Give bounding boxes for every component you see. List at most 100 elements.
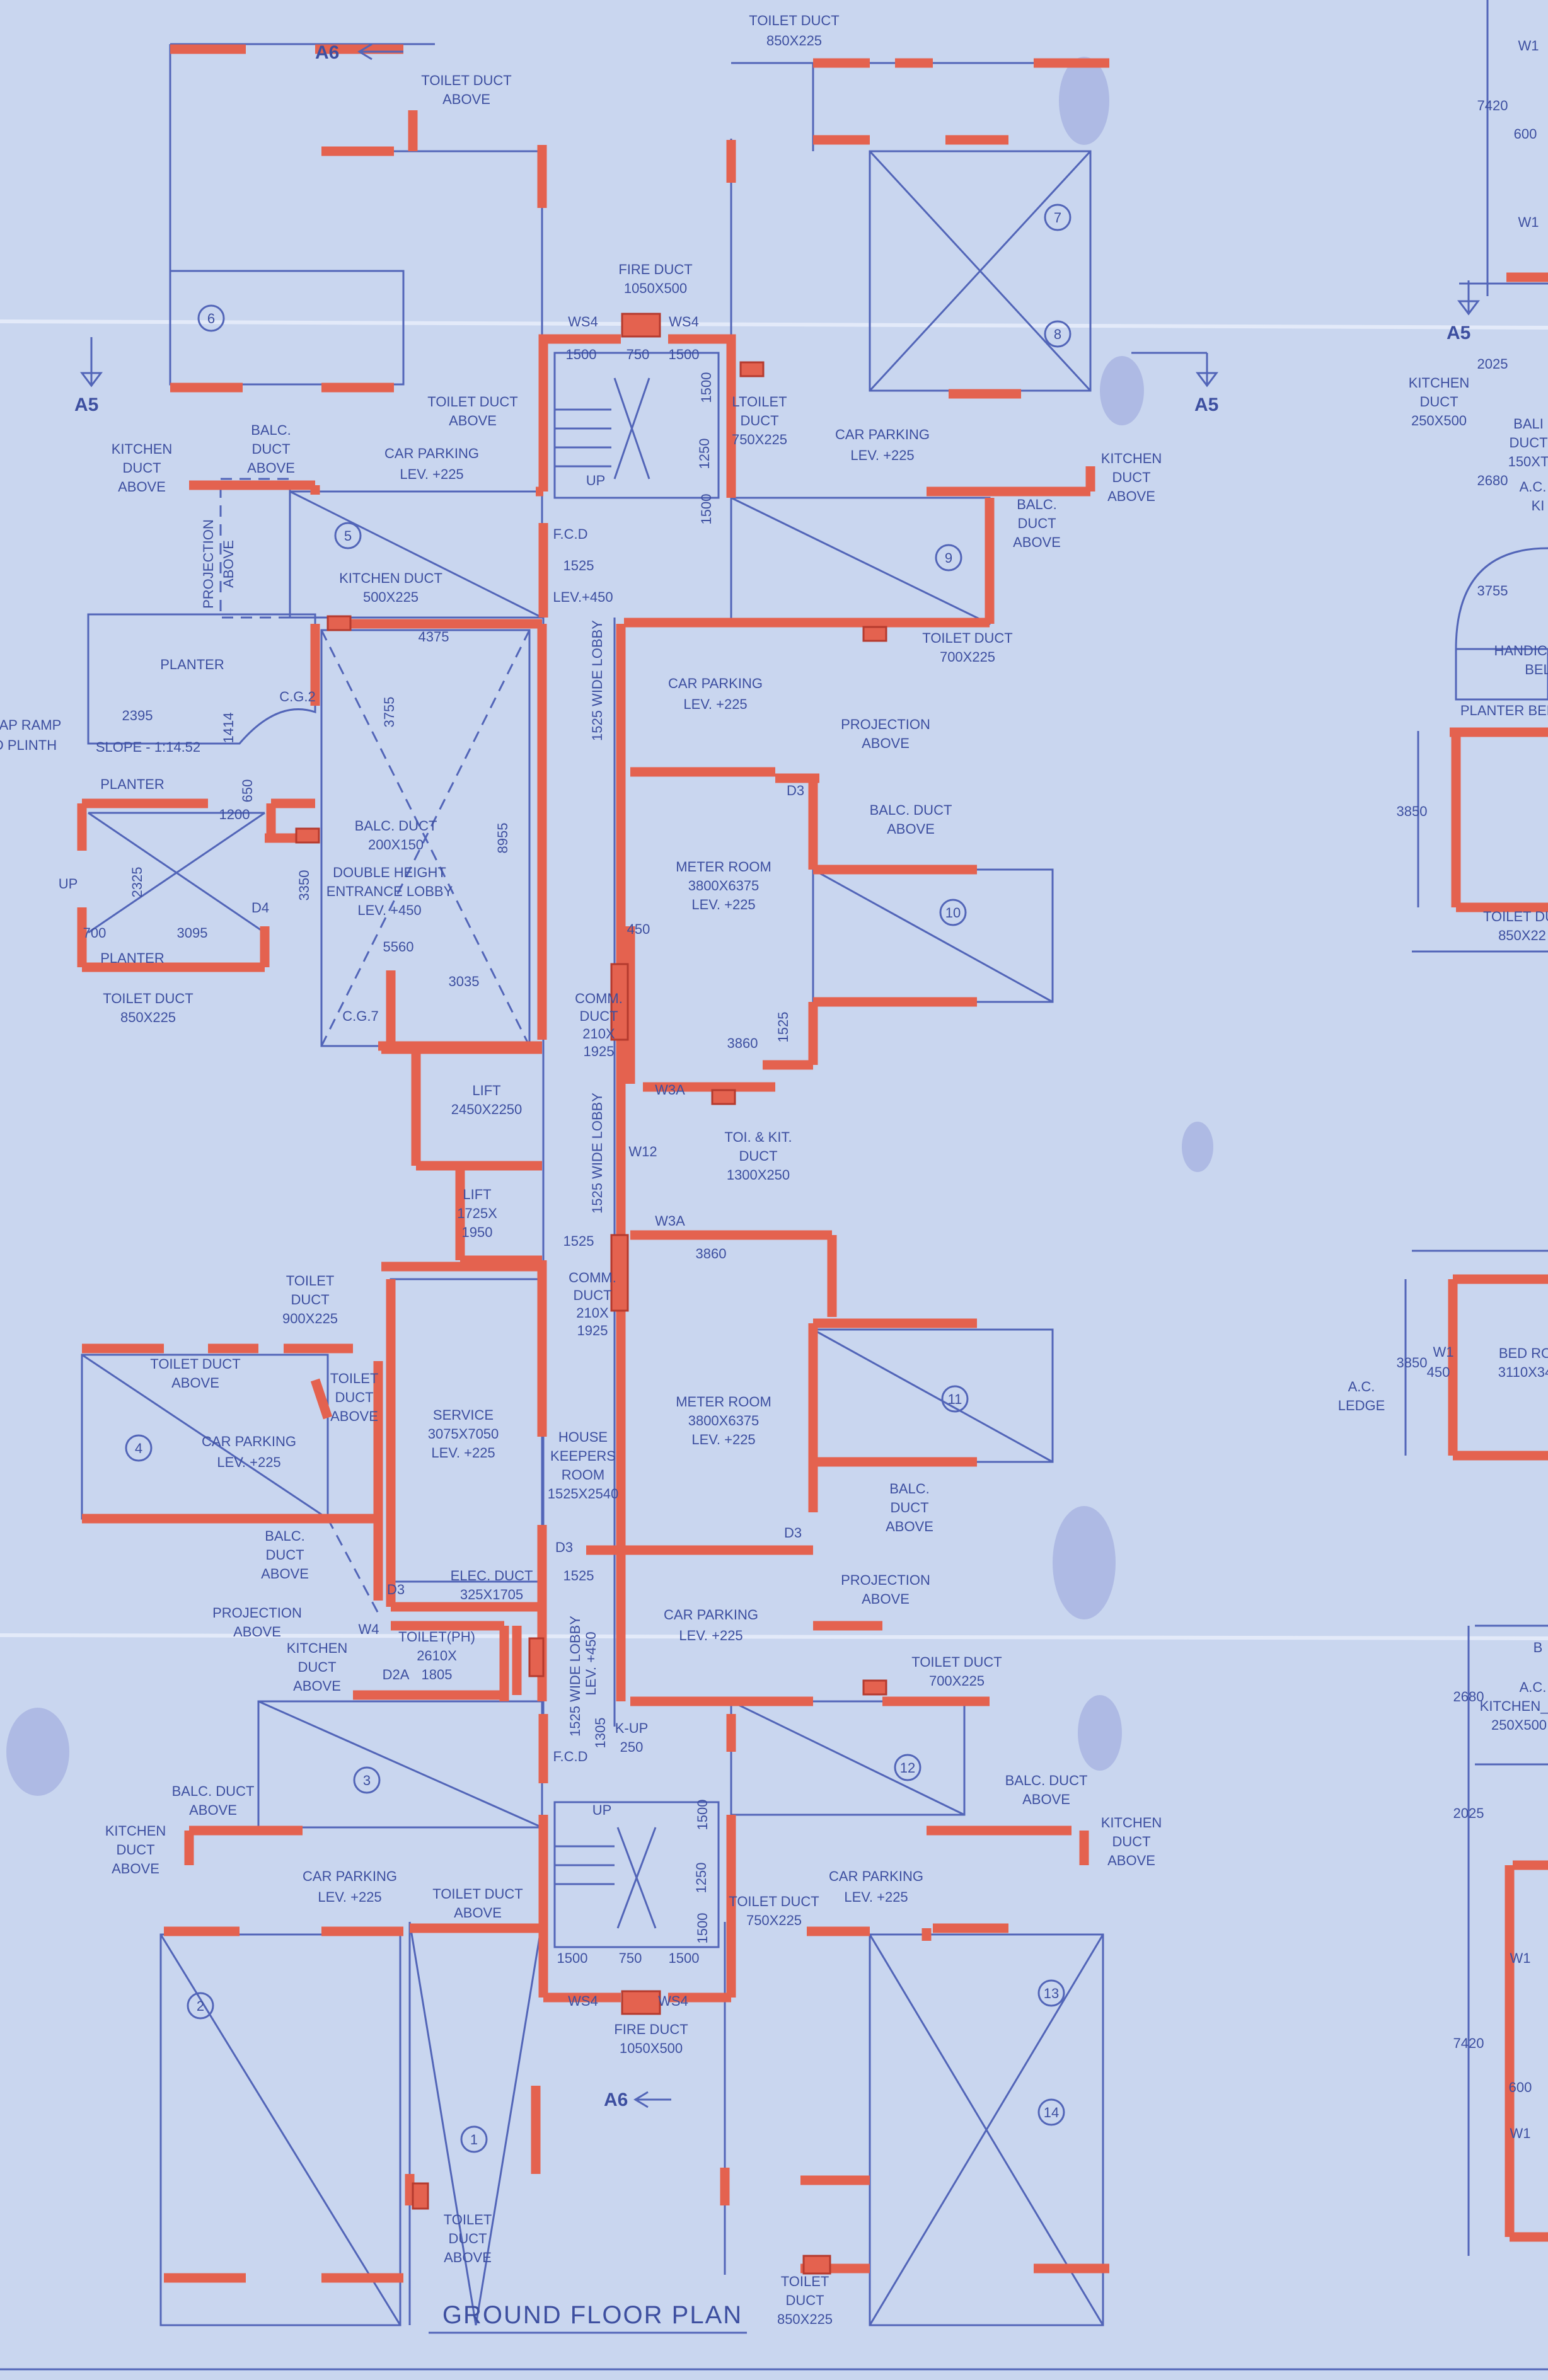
- plan-rotated-label: 1525: [775, 1012, 791, 1043]
- plan-label: HANDICA: [1494, 643, 1548, 658]
- plan-label: 3035: [449, 974, 480, 989]
- fold-line: [0, 1633, 1548, 1640]
- room-number-circle: [460, 2125, 488, 2153]
- room-number: 14: [1044, 2105, 1059, 2120]
- room-number: 8: [1054, 326, 1061, 342]
- plan-label: PROJECTION: [841, 1572, 930, 1588]
- plan-label: W1: [1433, 1344, 1454, 1360]
- plan-label: 1050X500: [624, 280, 687, 296]
- plan-label: TOILET(PH): [398, 1629, 475, 1645]
- plan-label: LIFT: [472, 1083, 500, 1098]
- plan-label: TOILET: [444, 2212, 492, 2228]
- plan-label: LEV. +225: [683, 696, 747, 712]
- plan-label: 900X225: [282, 1311, 338, 1326]
- plan-label: 250X500: [1411, 413, 1467, 428]
- plan-label: ABOVE: [233, 1624, 281, 1640]
- section-marker-far-right-a5: A5: [1447, 280, 1480, 343]
- plan-label: 850X225: [777, 2311, 833, 2327]
- plan-rotated-label: 2325: [129, 867, 145, 898]
- plan-label: LEDGE: [1338, 1398, 1385, 1413]
- plan-label: ENTRANCE LOBBY: [326, 883, 453, 899]
- plan-rotated-label: 1414: [221, 713, 236, 744]
- plan-label: BED RO: [1499, 1345, 1548, 1361]
- room-number-circle: [1037, 1979, 1065, 2007]
- plan-label: CAR PARKING: [664, 1607, 758, 1623]
- plan-label: DUCT: [335, 1389, 373, 1405]
- plan-rotated-label: 1500: [695, 1913, 710, 1944]
- room-number: 7: [1054, 210, 1061, 226]
- plan-label: LEV. +225: [217, 1454, 280, 1470]
- room-number: 9: [945, 550, 952, 566]
- drawing-title: GROUND FLOOR PLAN: [442, 2301, 742, 2329]
- plan-label: 3800X6375: [688, 1413, 760, 1429]
- section-marker-top-a6: A6: [315, 42, 403, 63]
- plan-label: 600: [1514, 126, 1537, 142]
- plan-label: 1500: [669, 1950, 700, 1966]
- plan-label: 500X225: [363, 589, 419, 605]
- plan-label: TOILET DUCT: [427, 394, 517, 410]
- plan-label: TOI. & KIT.: [724, 1129, 792, 1145]
- room-number-circle: [935, 544, 962, 572]
- plan-label: ABOVE: [454, 1905, 502, 1921]
- plan-label: TOILET DUCT: [421, 72, 511, 88]
- room-number-circle: [125, 1434, 153, 1462]
- plan-rotated-label: 1525 WIDE LOBBY: [589, 620, 605, 741]
- plan-label: PLANTER BELO: [1460, 703, 1548, 718]
- plan-label: A.C.: [1520, 1679, 1547, 1695]
- plan-rotated-label: ABOVE: [221, 540, 236, 588]
- plan-label: DUCT: [579, 1008, 618, 1024]
- walls: [77, 44, 1548, 2283]
- plan-label: DUCT: [1112, 469, 1150, 485]
- plan-label: 450: [627, 921, 650, 937]
- plan-label: 750: [619, 1950, 642, 1966]
- plan-label: 1725X: [457, 1205, 497, 1221]
- plan-label: 2395: [122, 708, 153, 723]
- plan-label: 600: [1509, 2079, 1532, 2095]
- plan-label: TOILET DU: [1483, 909, 1548, 924]
- plan-rotated-label: 1500: [695, 1800, 710, 1831]
- plan-label: LEV. +225: [431, 1445, 495, 1461]
- plan-label: FIRE DUCT: [614, 2021, 688, 2037]
- room-number: 10: [945, 905, 961, 921]
- plan-label: ABOVE: [261, 1566, 309, 1582]
- plan-label: A.C.: [1348, 1379, 1375, 1394]
- room-number-circle: [197, 304, 225, 332]
- fold-line: [0, 319, 1548, 330]
- plan-label: DUCT: [1112, 1834, 1150, 1849]
- plan-label: BALC. DUCT: [355, 818, 437, 834]
- plan-label: 2025: [1477, 356, 1508, 372]
- plan-label: UP: [592, 1802, 612, 1818]
- plan-label: 700X225: [929, 1673, 985, 1689]
- plan-label: ABOVE: [247, 460, 295, 476]
- plan-label: 850X225: [120, 1009, 176, 1025]
- plan-label: COMM.: [575, 991, 623, 1006]
- plan-rotated-label: PROJECTION: [200, 519, 216, 609]
- plan-label: ABOVE: [112, 1861, 159, 1877]
- plan-label: WS4: [568, 1993, 598, 2009]
- plan-label: 3850: [1397, 1355, 1428, 1371]
- plan-label: 1925: [577, 1323, 608, 1338]
- plan-label: 2610X: [417, 1648, 457, 1664]
- plan-label: 1525: [563, 1233, 594, 1249]
- plan-label: BALC.: [1017, 497, 1057, 512]
- plan-label: WS4: [658, 1993, 688, 2009]
- plan-label: 1500: [557, 1950, 588, 1966]
- plan-label: 2680: [1477, 473, 1508, 488]
- plan-label: LIFT: [463, 1187, 491, 1202]
- plan-label: DUCT: [740, 413, 778, 428]
- plan-label: 5560: [383, 939, 414, 955]
- plan-label: PROJECTION: [212, 1605, 302, 1621]
- section-marker-label: A5: [1447, 323, 1470, 343]
- plan-label: TOILET DUCT: [432, 1886, 523, 1902]
- room-number: 1: [470, 2132, 478, 2147]
- plan-label: ABOVE: [1107, 1853, 1155, 1868]
- plan-label: DOUBLE HEIGHT: [333, 865, 446, 880]
- plan-label: W4: [359, 1621, 379, 1637]
- plan-label: D2A: [383, 1667, 410, 1682]
- plan-label: TOILET DUCT: [922, 630, 1012, 646]
- plan-label: ABOVE: [189, 1802, 237, 1818]
- room-number-circle: [941, 1385, 969, 1413]
- plan-label: 3860: [727, 1035, 758, 1051]
- plan-label: LEV. +225: [318, 1889, 381, 1905]
- plan-label: ABOVE: [1022, 1791, 1070, 1807]
